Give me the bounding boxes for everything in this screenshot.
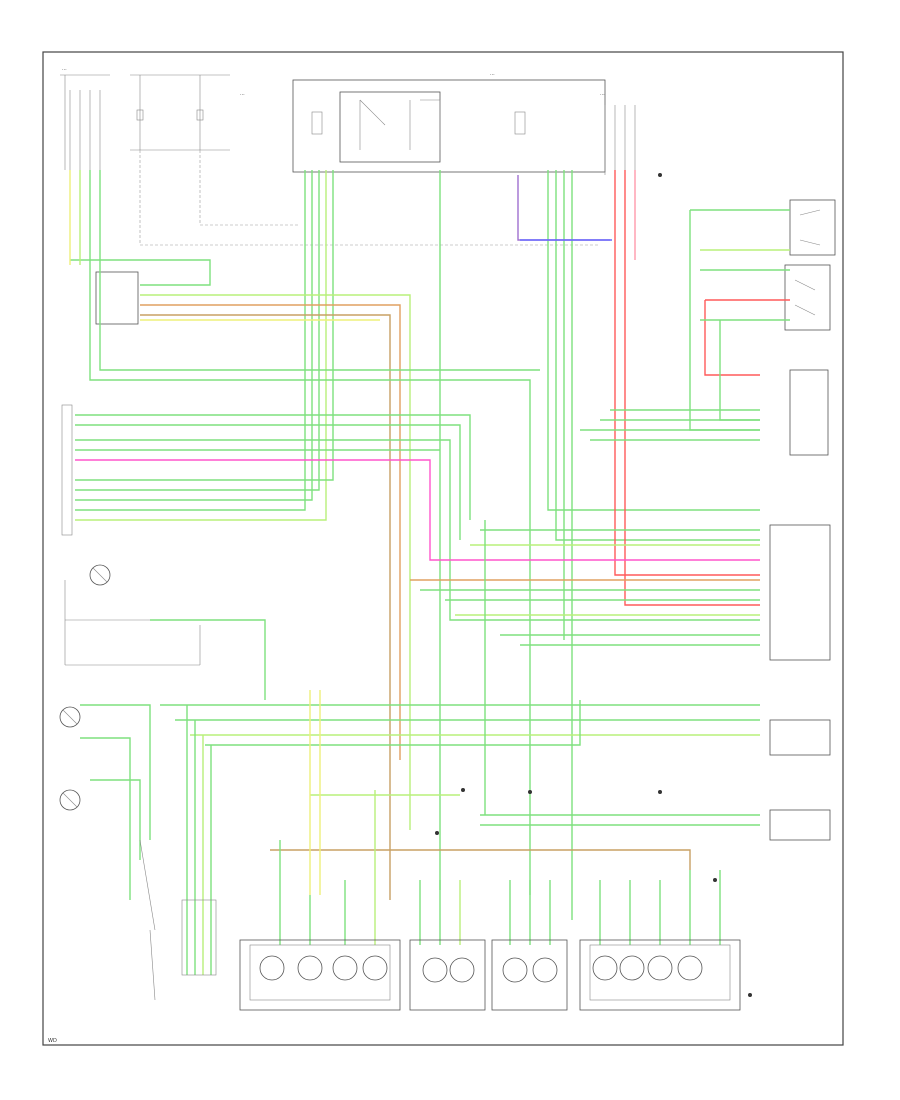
left-turn-switch-block [64, 580, 201, 666]
svg-text:...: ... [62, 66, 67, 72]
right-connector-a [769, 524, 831, 661]
hazard-switch [784, 264, 831, 331]
top-left-connector-group: ... [60, 66, 110, 170]
svg-text:...: ... [600, 91, 605, 97]
lamp-icon [89, 564, 111, 586]
back-up-light [491, 939, 568, 1011]
svg-text:...: ... [240, 91, 245, 97]
fuse-box: ... [292, 71, 606, 173]
lamp-icon [59, 789, 81, 811]
bottom-left-connector [181, 899, 217, 976]
left-connector-block [61, 404, 73, 536]
left-rear-combination-light [239, 939, 401, 1011]
right-rear-combination-light [579, 939, 741, 1011]
right-connector-b [769, 719, 831, 756]
fuse-area-top: ... [130, 74, 245, 151]
footer-mark: WD [48, 1038, 57, 1044]
svg-text:...: ... [490, 71, 495, 77]
lamp-icon [59, 706, 81, 728]
switch-icon [139, 839, 156, 1001]
diagram-frame [42, 51, 844, 1046]
top-right-junction: ... [600, 91, 636, 175]
flasher-module [95, 271, 139, 325]
wire-harness [69, 170, 790, 975]
turn-signal-combination-switch [789, 369, 829, 456]
right-connector-c [769, 809, 831, 841]
turn-signal-switch [789, 199, 836, 256]
ground-icon [435, 173, 752, 997]
license-light [409, 939, 486, 1011]
